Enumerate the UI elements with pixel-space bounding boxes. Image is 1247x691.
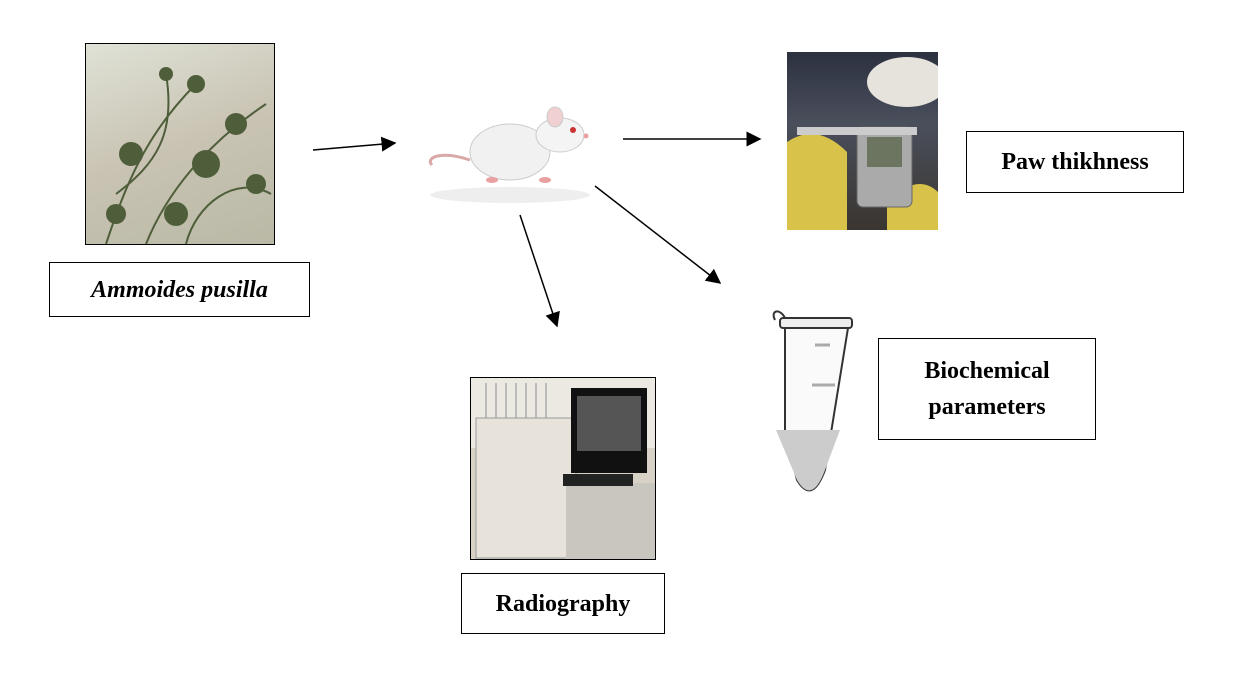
paw-thickness-label: Paw thikhness xyxy=(966,131,1184,193)
arrow-rat-to-radiography xyxy=(519,214,560,328)
biochemical-text-line1: Biochemical xyxy=(924,358,1050,384)
eppendorf-tube-image xyxy=(772,310,853,492)
radiography-label: Radiography xyxy=(461,573,665,634)
arrow-plant-to-rat xyxy=(312,136,397,152)
plant-name: Ammoides pusilla xyxy=(91,276,268,303)
paw-measurement-photo xyxy=(787,52,938,230)
biochemical-label: Biochemical parameters xyxy=(878,338,1096,440)
radiography-text: Radiography xyxy=(495,590,631,617)
rat-image xyxy=(428,106,590,203)
plant-photo xyxy=(85,43,275,245)
biochemical-text-line2: parameters xyxy=(928,394,1046,420)
radiography-photo xyxy=(470,377,656,560)
arrow-rat-to-biochemical xyxy=(594,185,722,284)
plant-label: Ammoides pusilla xyxy=(49,262,310,317)
paw-thickness-text: Paw thikhness xyxy=(1001,149,1149,175)
